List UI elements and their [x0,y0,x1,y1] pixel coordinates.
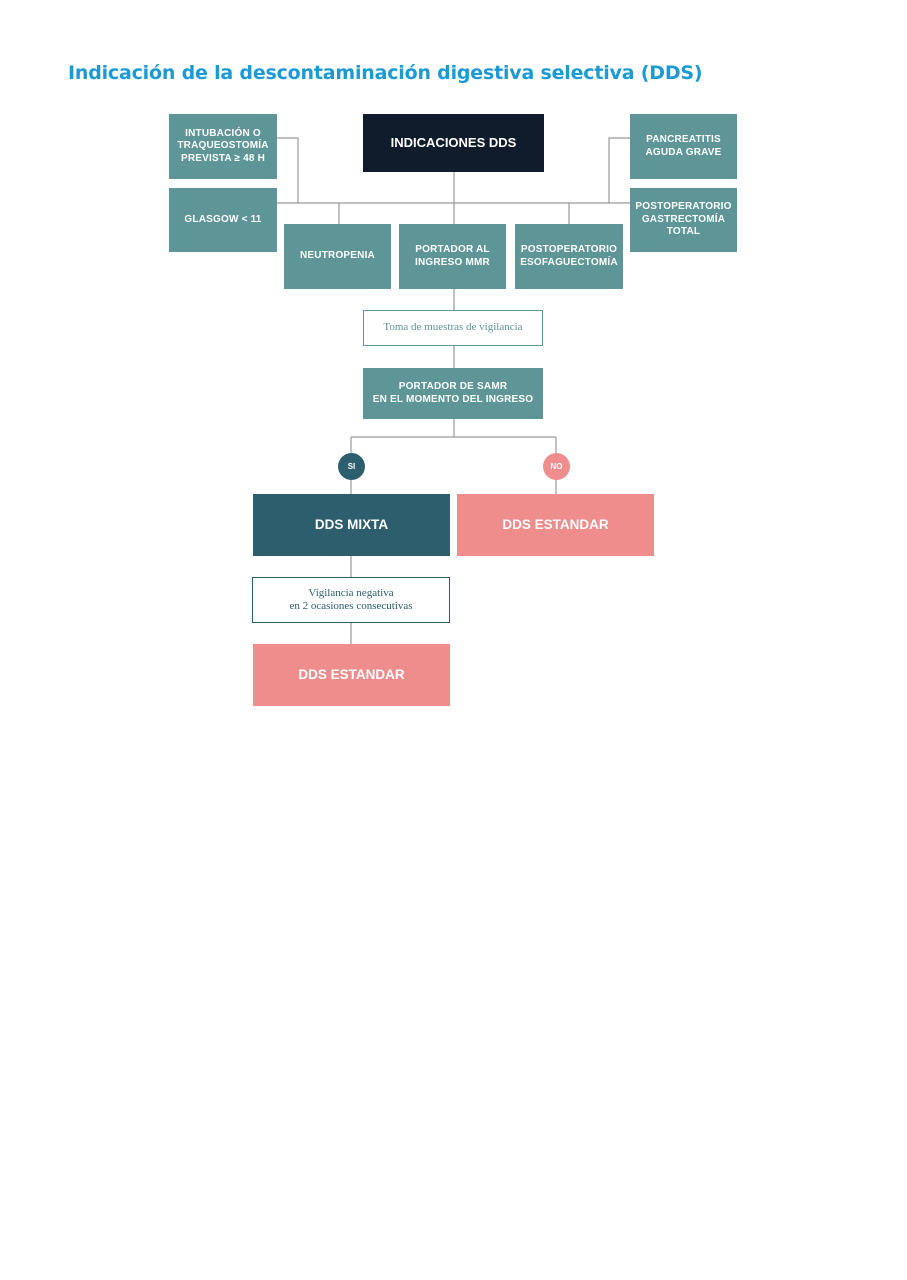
negative-surveillance-box: Vigilancia negativa en 2 ocasiones conse… [252,577,450,623]
page-title: Indicación de la descontaminación digest… [68,62,703,84]
indication-neutropenia-box: NEUTROPENIA [284,224,391,289]
surveillance-box: Toma de muestras de vigilancia [363,310,543,346]
indication-intubacion-box: INTUBACIÓN O TRAQUEOSTOMÍA PREVISTA ≥ 48… [169,114,277,179]
indication-esofaguectomia-box: POSTOPERATORIO ESOFAGUECTOMÍA [515,224,623,289]
indication-pancreatitis-box: PANCREATITIS AGUDA GRAVE [630,114,737,179]
si-badge: SI [338,453,365,480]
connector-left-bracket [277,137,299,203]
indication-portador-mmr-box: PORTADOR AL INGRESO MMR [399,224,506,289]
connector-samr-split [350,419,557,453]
root-indicaciones-box: INDICACIONES DDS [363,114,544,172]
samr-carrier-box: PORTADOR DE SAMR EN EL MOMENTO DEL INGRE… [363,368,543,419]
indication-glasgow-box: GLASGOW < 11 [169,188,277,252]
dds-mixta-box: DDS MIXTA [253,494,450,556]
dds-estandar-box: DDS ESTANDAR [457,494,654,556]
dds-estandar-final-box: DDS ESTANDAR [253,644,450,706]
indication-gastrectomia-box: POSTOPERATORIO GASTRECTOMÍA TOTAL [630,188,737,252]
no-badge: NO [543,453,570,480]
connector-right-bracket [608,137,630,203]
